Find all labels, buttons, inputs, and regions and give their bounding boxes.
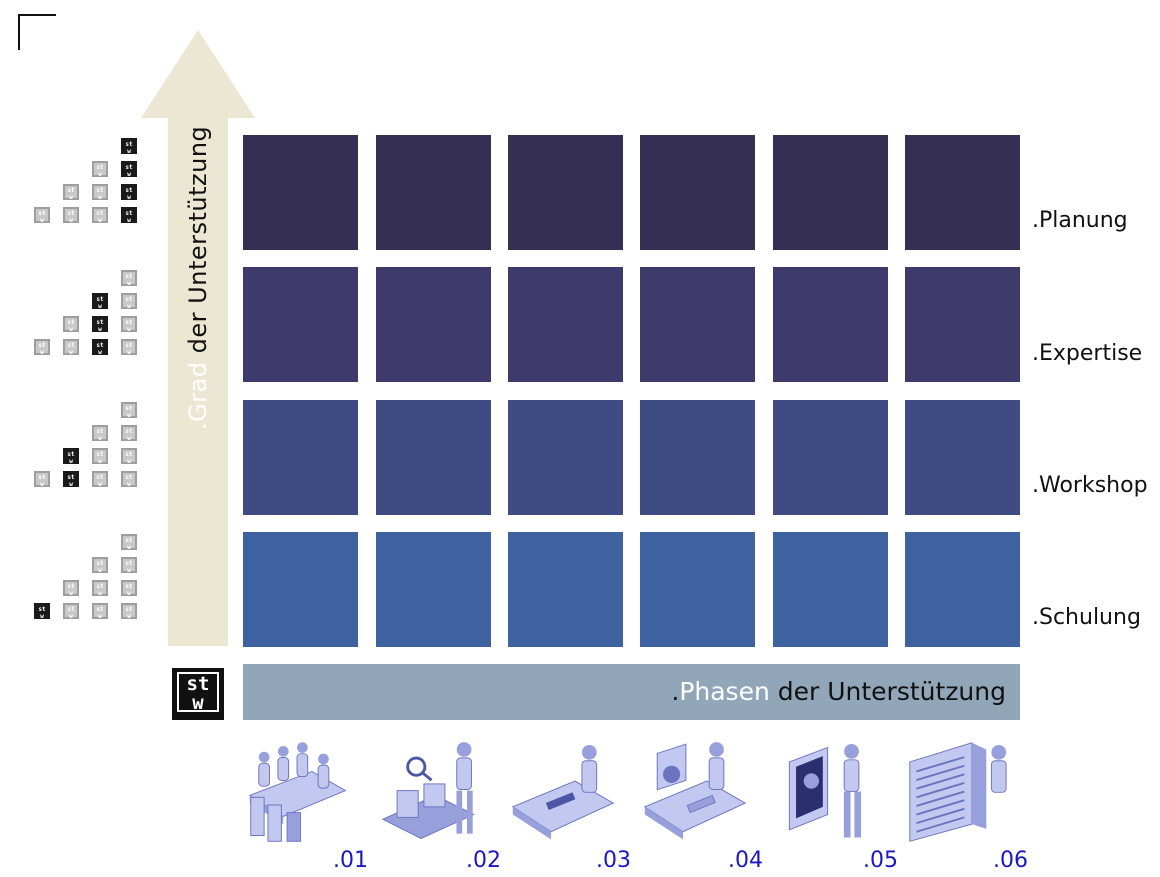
phase-number: .04 (728, 848, 763, 873)
mini-stw-logo: st w (63, 580, 79, 597)
mini-stw-logo: st w (92, 580, 108, 597)
matrix-cell (773, 532, 888, 647)
phase-number: .06 (993, 848, 1028, 873)
mini-stw-logo: st w (92, 293, 108, 310)
matrix-cell (243, 267, 358, 382)
matrix-cell (376, 400, 491, 515)
mini-stw-logo: st w (92, 207, 108, 224)
matrix-cell (905, 400, 1020, 515)
matrix-cell (376, 135, 491, 250)
matrix-cell (508, 267, 623, 382)
mini-stw-logo: st w (63, 448, 79, 465)
mini-stw-logo: st w (121, 293, 137, 310)
mini-stw-logo: st w (121, 448, 137, 465)
vertical-axis-label-rest: der Unterstützung (184, 125, 212, 362)
row-label-planung: .Planung (1032, 208, 1128, 233)
mini-stw-logo: st w (92, 557, 108, 574)
matrix-cell (508, 135, 623, 250)
matrix-cell (773, 135, 888, 250)
mini-stw-logo: st w (92, 316, 108, 333)
phase-number: .05 (863, 848, 898, 873)
mini-stw-logo: st w (121, 270, 137, 287)
horizontal-axis-label-prefix: . (671, 677, 680, 706)
vertical-arrow-head (141, 30, 255, 118)
matrix-cell (243, 532, 358, 647)
horizontal-axis-label-rest: der Unterstützung (769, 677, 1006, 706)
mini-stw-logo: st w (34, 207, 50, 224)
row-label-schulung: .Schulung (1032, 605, 1141, 630)
phase-number: .03 (596, 848, 631, 873)
matrix-cell (243, 400, 358, 515)
matrix-cell (376, 532, 491, 647)
mini-stw-logo: st w (34, 339, 50, 356)
matrix-cell (905, 135, 1020, 250)
phase-number: .02 (466, 848, 501, 873)
matrix-cell (905, 267, 1020, 382)
mini-stw-logo: st w (121, 580, 137, 597)
mini-stw-logo: st w (34, 603, 50, 620)
mini-stw-logo: st w (92, 448, 108, 465)
mini-stw-logo: st w (121, 471, 137, 488)
matrix-cell (773, 400, 888, 515)
mini-stw-logo: st w (63, 316, 79, 333)
logo-text-top: st (186, 673, 210, 695)
matrix-cell (773, 267, 888, 382)
vertical-axis-label: .Grad der Unterstützung (184, 126, 212, 430)
horizontal-axis-label-highlight: Phasen (679, 677, 770, 706)
mini-stw-logo: st w (63, 471, 79, 488)
corner-bracket (18, 14, 56, 50)
mini-stw-logo: st w (121, 534, 137, 551)
matrix-cell (640, 532, 755, 647)
computer-workstation-icon (640, 738, 750, 848)
mini-stw-logo: st w (63, 207, 79, 224)
mini-stw-logo: st w (121, 161, 137, 178)
mini-stw-logo: st w (121, 603, 137, 620)
mini-stw-logo: st w (34, 471, 50, 488)
mini-stw-logo: st w (121, 402, 137, 419)
mini-stw-logo: st w (121, 316, 137, 333)
mini-stw-logo: st w (121, 138, 137, 155)
mini-stw-logo: st w (121, 425, 137, 442)
meeting-table-icon (245, 738, 355, 848)
matrix-cell (640, 400, 755, 515)
presentation-board-icon (775, 738, 885, 848)
mini-stw-logo: st w (121, 184, 137, 201)
vertical-axis-label-highlight: .Grad (184, 361, 212, 430)
mini-stw-logo: st w (121, 339, 137, 356)
matrix-cell (640, 135, 755, 250)
matrix-cell (508, 400, 623, 515)
mini-stw-logo: st w (63, 603, 79, 620)
mini-stw-logo: st w (63, 339, 79, 356)
desk-work-icon (508, 738, 618, 848)
logo-text-bottom: w (192, 692, 204, 714)
row-label-workshop: .Workshop (1032, 473, 1148, 498)
matrix-cell (640, 267, 755, 382)
mini-stw-logo: st w (92, 339, 108, 356)
mini-stw-logo: st w (121, 557, 137, 574)
mini-stw-logo: st w (92, 603, 108, 620)
phases-bar: .Phasen der Unterstützung (243, 664, 1020, 720)
phase-number: .01 (333, 848, 368, 873)
matrix-cell (376, 267, 491, 382)
mini-stw-logo: st w (92, 184, 108, 201)
archive-cabinet-icon (905, 738, 1015, 848)
mini-stw-logo: st w (92, 425, 108, 442)
matrix-cell (243, 135, 358, 250)
mini-stw-logo: st w (63, 184, 79, 201)
matrix-cell (508, 532, 623, 647)
mini-stw-logo: st w (121, 207, 137, 224)
mini-stw-logo: st w (92, 471, 108, 488)
mini-stw-logo: st w (92, 161, 108, 178)
inspection-conveyor-icon (378, 738, 488, 848)
horizontal-axis-label: .Phasen der Unterstützung (671, 677, 1006, 706)
matrix-cell (905, 532, 1020, 647)
vertical-arrow-shaft (168, 118, 228, 646)
row-label-expertise: .Expertise (1032, 341, 1143, 366)
